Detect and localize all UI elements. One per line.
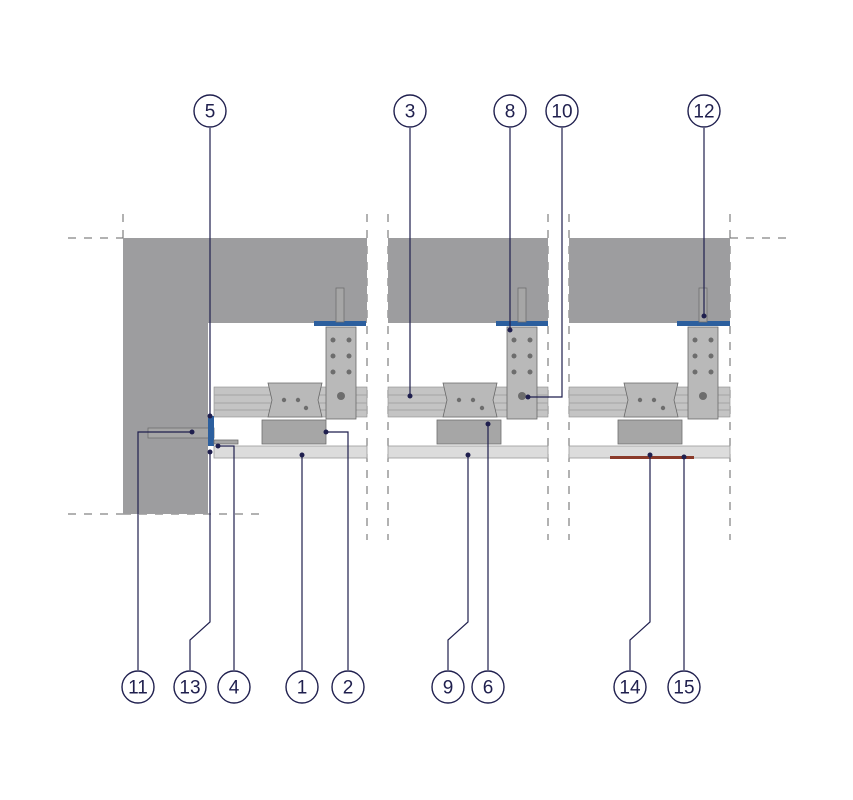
callout-1: 1 [285, 670, 319, 704]
hanger-left [314, 287, 366, 420]
callouts-bottom: 11 13 4 1 2 9 6 14 15 [121, 670, 701, 704]
svg-text:4: 4 [229, 678, 240, 699]
callout-13: 13 [173, 670, 207, 704]
svg-text:3: 3 [405, 102, 416, 123]
svg-text:13: 13 [179, 678, 200, 699]
callout-2: 2 [331, 670, 365, 704]
callout-10: 10 [545, 94, 579, 128]
connector-middle [436, 382, 502, 445]
svg-text:2: 2 [343, 678, 354, 699]
callouts-top: 5 3 8 10 12 [193, 94, 721, 128]
callout-5: 5 [193, 94, 227, 128]
callout-12: 12 [687, 94, 721, 128]
svg-text:6: 6 [483, 678, 494, 699]
connector-left [261, 382, 327, 445]
concrete-slab-and-wall [123, 238, 730, 514]
leader-dots [189, 313, 707, 460]
callout-6: 6 [471, 670, 505, 704]
seal-strip [610, 456, 694, 459]
callout-15: 15 [667, 670, 701, 704]
svg-text:11: 11 [128, 678, 148, 699]
svg-text:5: 5 [205, 102, 216, 123]
callout-11: 11 [121, 670, 155, 704]
connector-right [617, 382, 683, 445]
callout-8: 8 [493, 94, 527, 128]
ceiling-boards [213, 445, 731, 459]
direct-hangers [314, 287, 730, 420]
callout-14: 14 [613, 670, 647, 704]
svg-text:12: 12 [693, 102, 714, 123]
cross-connectors [261, 382, 683, 445]
hanger-right [677, 287, 730, 420]
svg-text:1: 1 [297, 678, 308, 699]
hanger-middle [496, 287, 548, 420]
svg-text:15: 15 [673, 678, 694, 699]
svg-text:8: 8 [505, 102, 516, 123]
svg-text:14: 14 [619, 678, 641, 699]
svg-text:10: 10 [551, 102, 572, 123]
callout-3: 3 [393, 94, 427, 128]
callout-9: 9 [431, 670, 465, 704]
leader-lines [137, 128, 705, 670]
callout-4: 4 [217, 670, 251, 704]
svg-text:9: 9 [443, 678, 454, 699]
wall-edge-profile [147, 416, 239, 446]
